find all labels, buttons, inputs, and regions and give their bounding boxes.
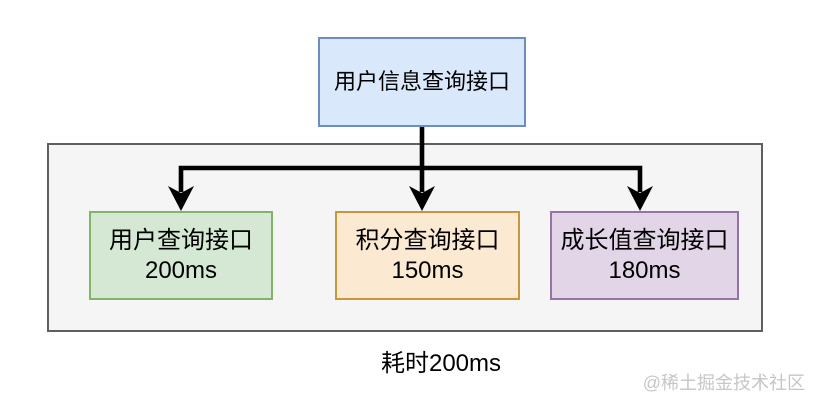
node-time: 200ms: [144, 256, 218, 284]
total-time-caption: 耗时200ms: [380, 350, 502, 377]
node-time: 180ms: [608, 256, 681, 284]
node-root-interface: 用户信息查询接口: [318, 37, 526, 127]
node-user-query-interface: 用户查询接口 200ms: [89, 211, 273, 300]
node-root-label: 用户信息查询接口: [333, 69, 510, 94]
node-label: 成长值查询接口: [560, 226, 729, 254]
node-time: 150ms: [391, 256, 464, 284]
node-label: 积分查询接口: [355, 226, 500, 254]
node-label: 用户查询接口: [109, 226, 253, 254]
node-growth-query-interface: 成长值查询接口 180ms: [550, 211, 739, 300]
watermark-text: @稀土掘金技术社区: [642, 373, 805, 393]
node-points-query-interface: 积分查询接口 150ms: [335, 211, 520, 300]
